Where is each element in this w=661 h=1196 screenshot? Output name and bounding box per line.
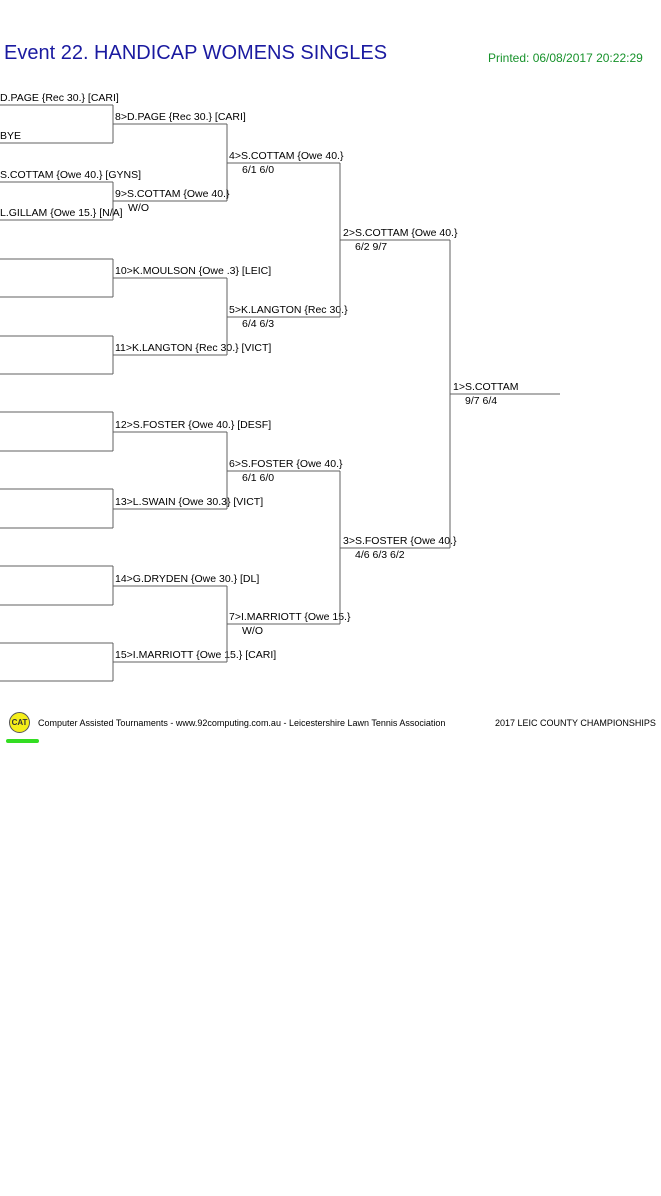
round3-score: 6/4 6/3 — [242, 318, 274, 330]
round2-player: 9>S.COTTAM {Owe 40.} — [115, 188, 230, 200]
round2-player: 15>I.MARRIOTT {Owe 15.} [CARI] — [115, 649, 276, 661]
printed-timestamp: Printed: 06/08/2017 20:22:29 — [488, 51, 643, 65]
round2-player: 10>K.MOULSON {Owe .3} [LEIC] — [115, 265, 271, 277]
footer-credit: Computer Assisted Tournaments - www.92co… — [38, 718, 446, 728]
event-title: Event 22. HANDICAP WOMENS SINGLES — [4, 42, 388, 64]
round2-player: 11>K.LANGTON {Rec 30.} [VICT] — [115, 342, 271, 354]
round2-player: 12>S.FOSTER {Owe 40.} [DESF] — [115, 419, 271, 431]
round4-score: 4/6 6/3 6/2 — [355, 549, 405, 561]
round1-player: BYE — [0, 130, 21, 142]
round3-player: 5>K.LANGTON {Rec 30.} — [229, 304, 348, 316]
winner-player: 1>S.COTTAM — [453, 381, 518, 393]
round1-player: D.PAGE {Rec 30.} [CARI] — [0, 92, 119, 104]
round3-score: 6/1 6/0 — [242, 164, 274, 176]
round2-player: 14>G.DRYDEN {Owe 30.} [DL] — [115, 573, 259, 585]
round3-player: 4>S.COTTAM {Owe 40.} — [229, 150, 344, 162]
footer-event-name: 2017 LEIC COUNTY CHAMPIONSHIPS — [495, 718, 656, 728]
logo-underline — [6, 739, 39, 743]
winner-score: 9/7 6/4 — [465, 395, 497, 407]
round3-score: W/O — [242, 625, 263, 637]
cat-logo-icon: CAT — [9, 712, 30, 733]
round2-score: W/O — [128, 202, 149, 214]
draw-bracket: D.PAGE {Rec 30.} [CARI] BYE S.COTTAM {Owe … — [0, 92, 560, 682]
round1-player: S.COTTAM {Owe 40.} [GYNS] — [0, 169, 141, 181]
round4-player: 3>S.FOSTER {Owe 40.} — [343, 535, 457, 547]
round2-player: 13>L.SWAIN {Owe 30.3} [VICT] — [115, 496, 263, 508]
round1-player: L.GILLAM {Owe 15.} [N/A] — [0, 207, 123, 219]
round4-score: 6/2 9/7 — [355, 241, 387, 253]
round3-player: 7>I.MARRIOTT {Owe 15.} — [229, 611, 351, 623]
round2-player: 8>D.PAGE {Rec 30.} [CARI] — [115, 111, 246, 123]
round3-player: 6>S.FOSTER {Owe 40.} — [229, 458, 343, 470]
round4-player: 2>S.COTTAM {Owe 40.} — [343, 227, 458, 239]
round3-score: 6/1 6/0 — [242, 472, 274, 484]
